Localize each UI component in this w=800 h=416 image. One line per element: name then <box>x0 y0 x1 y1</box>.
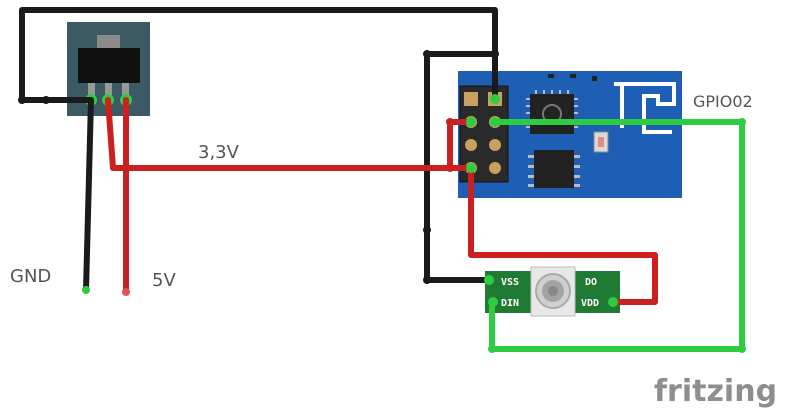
power-wire-33v <box>105 97 474 171</box>
label-gpio02: GPIO02 <box>693 92 753 111</box>
label-5v: 5V <box>152 270 176 291</box>
led-pin-do: DO <box>585 277 597 288</box>
power-wire-led-vdd <box>468 165 658 305</box>
ws2812-led-module <box>485 266 620 317</box>
led-pin-din: DIN <box>501 298 519 309</box>
label-3v3: 3,3V <box>198 142 240 163</box>
esp-flash-chip <box>534 150 574 188</box>
wire-junctions <box>18 50 746 353</box>
gnd-wire-input <box>83 97 94 293</box>
esp-main-chip <box>530 94 574 134</box>
led-pin-vdd: VDD <box>581 298 599 309</box>
label-gnd: GND <box>10 266 51 287</box>
fritzing-watermark: fritzing <box>654 374 777 409</box>
esp-antenna-trace <box>614 82 676 134</box>
led-pin-vss: VSS <box>501 277 519 288</box>
esp01-module <box>458 71 682 198</box>
